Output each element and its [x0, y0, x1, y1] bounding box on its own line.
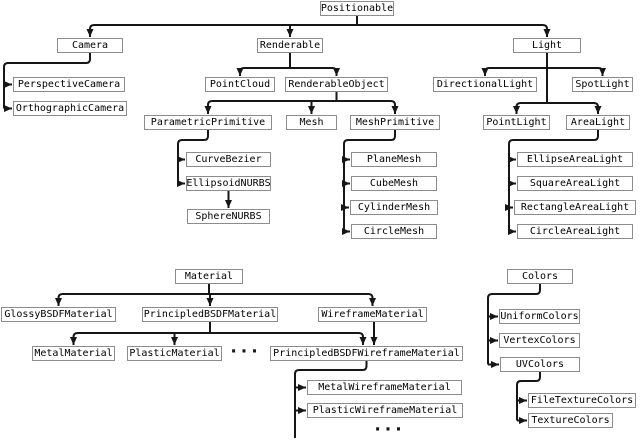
- node-metalwireframematerial: MetalWireframeMaterial: [307, 380, 462, 395]
- node-renderableobject: RenderableObject: [285, 77, 388, 92]
- connector-edge: [72, 332, 364, 338]
- node-ellipsoidnurbs: EllipsoidNURBS: [186, 176, 271, 191]
- node-wireframematerial: WireframeMaterial: [318, 307, 427, 322]
- node-uniformcolors: UniformColors: [499, 309, 580, 324]
- node-directionallight: DirectionalLight: [433, 77, 537, 92]
- node-positionable: Positionable: [320, 1, 394, 16]
- connector-edge: [508, 130, 599, 232]
- connector-edge: [57, 293, 374, 299]
- connector-edge: [516, 372, 541, 421]
- node-planemesh: PlaneMesh: [351, 152, 437, 167]
- node-arealight: AreaLight: [566, 115, 630, 130]
- node-principledbsdfwireframematerial: PrincipledBSDFWireframeMaterial: [270, 346, 463, 361]
- node-colors: Colors: [507, 269, 573, 284]
- node-plasticmaterial: PlasticMaterial: [127, 346, 222, 361]
- node-pointlight: PointLight: [483, 115, 550, 130]
- node-mesh: Mesh: [286, 115, 337, 130]
- node-spherenurbs: SphereNURBS: [187, 209, 270, 224]
- node-meshprimitive: MeshPrimitive: [350, 115, 440, 130]
- node-orthographiccamera: OrthographicCamera: [13, 101, 127, 116]
- ellipsis-more-materials: ···: [230, 342, 262, 362]
- node-texturecolors: TextureColors: [528, 413, 613, 428]
- node-spotlight: SpotLight: [572, 77, 633, 92]
- connector-edge: [177, 130, 209, 184]
- node-filetexturecolors: FileTextureColors: [528, 393, 636, 408]
- node-vertexcolors: VertexColors: [499, 333, 580, 348]
- connector-edge: [3, 53, 91, 109]
- node-cubemesh: CubeMesh: [351, 176, 437, 191]
- node-uvcolors: UVColors: [500, 357, 580, 372]
- node-camera: Camera: [57, 38, 123, 53]
- node-rectanglearealight: RectangleAreaLight: [514, 200, 636, 215]
- ellipsis-more-wireframe-materials: ···: [374, 420, 406, 440]
- node-cylindermesh: CylinderMesh: [350, 200, 438, 215]
- node-circlearealight: CircleAreaLight: [517, 224, 633, 239]
- connector-edge: [207, 100, 396, 106]
- connector-edge: [515, 102, 599, 108]
- node-pointcloud: PointCloud: [205, 77, 275, 92]
- node-plasticwireframematerial: PlasticWireframeMaterial: [307, 403, 463, 418]
- node-metalmaterial: MetalMaterial: [32, 346, 115, 361]
- node-curvebezier: CurveBezier: [186, 152, 271, 167]
- node-perspectivecamera: PerspectiveCamera: [13, 77, 125, 92]
- node-light: Light: [513, 38, 581, 53]
- connector-edge: [487, 284, 541, 365]
- connector-edge: [343, 130, 396, 232]
- node-material: Material: [175, 269, 243, 284]
- connector-edge: [294, 361, 368, 438]
- node-circlemesh: CircleMesh: [351, 224, 437, 239]
- node-parametricprimitive: ParametricPrimitive: [144, 115, 272, 130]
- node-principledbsdfmaterial: PrincipledBSDFMaterial: [142, 307, 278, 322]
- node-squarearealight: SquareAreaLight: [517, 176, 633, 191]
- node-glossybsdfmaterial: GlossyBSDFMaterial: [1, 307, 116, 322]
- connector-edge: [89, 24, 548, 30]
- node-renderable: Renderable: [257, 38, 323, 53]
- node-ellipsearealight: EllipseAreaLight: [517, 152, 633, 167]
